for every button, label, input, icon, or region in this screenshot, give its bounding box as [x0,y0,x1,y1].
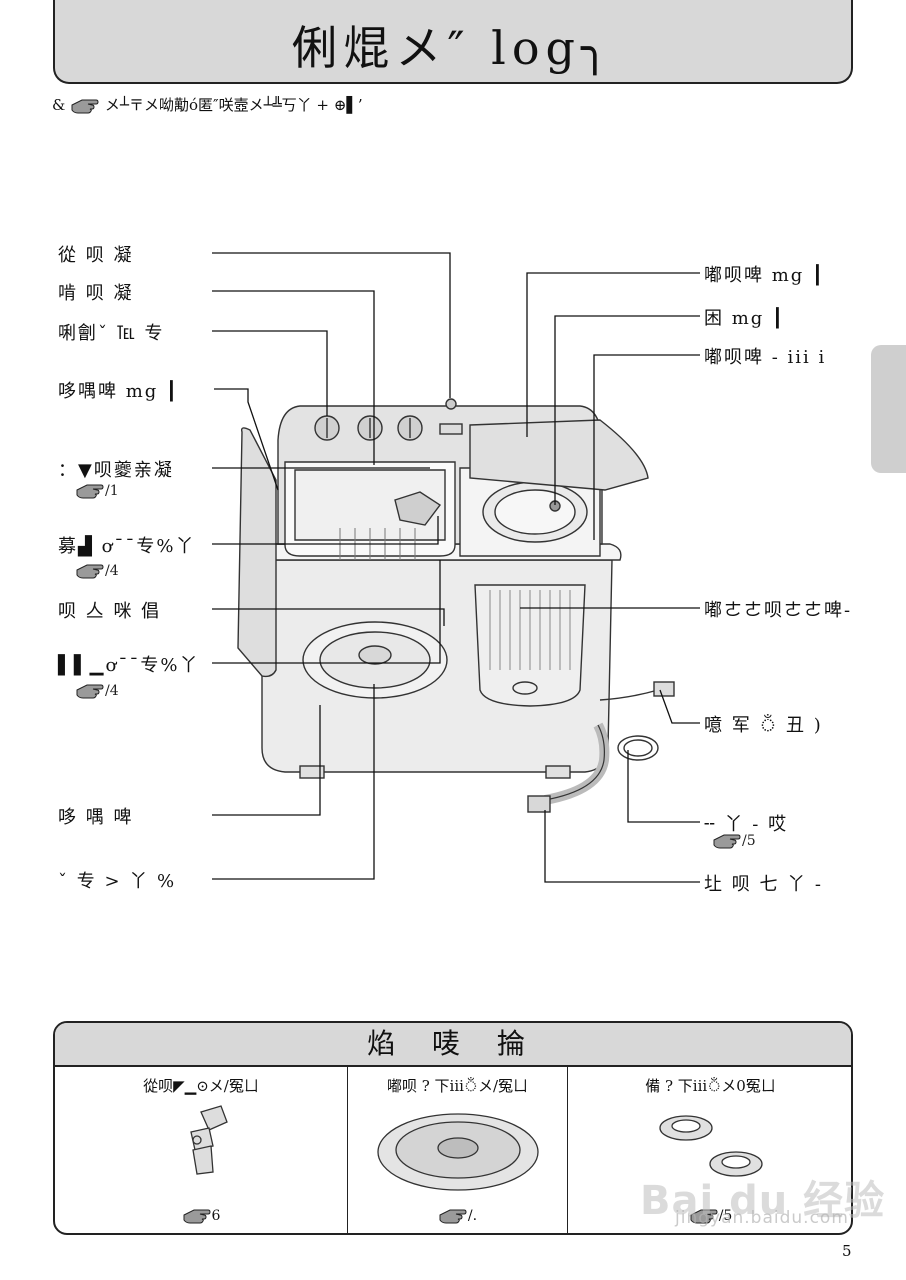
label-right-0: 嘟呗啤 mg ┃ [704,265,825,286]
leader-r4 [659,689,700,724]
power-plug [653,681,675,697]
baidu-watermark: Bai du 经验 [640,1178,886,1224]
leader-l9 [212,684,375,880]
accessory-hose-joint: 從呗◤▁⊙メ/冤ㄩ 6 [55,1067,347,1233]
pointing-hand-icon [76,564,104,579]
accessory-ref: 6 [55,1207,347,1225]
pointing-hand-icon [76,484,104,499]
spin-cover-icon [376,1113,539,1191]
label-left-1: 啃 呗 凝 [58,283,134,304]
leader-l0 [212,252,451,398]
label-left-6: 呗 亼 咪 倡 [58,601,162,622]
leader-r6 [544,810,700,883]
label-right-2: 嘟呗啤 - iii i [704,347,827,368]
title-banner: 俐焜メ″ log╮ [53,0,853,84]
leader-l7 [212,560,441,664]
washing-machine-diagram [212,252,700,883]
page-number: 5 [842,1242,852,1260]
pointing-hand-icon [690,1209,718,1224]
pointing-hand-icon [439,1209,467,1224]
accessory-ref-text: /5 [718,1208,733,1224]
accessories-title: 焰 唛 掄 [55,1023,851,1067]
ref-right-5: /5 [712,832,756,850]
rings-icon [658,1115,763,1177]
leader-l3 [214,388,279,491]
accessory-spin-cover: 嘟呗 ? 下iiiঁメ/冤ㄩ /. [347,1067,567,1233]
label-right-1: 困 mg ┃ [704,308,785,329]
leader-r0 [526,272,700,437]
leader-r1 [554,315,700,505]
accessories-panel: 焰 唛 掄 從呗◤▁⊙メ/冤ㄩ 6 嘟呗 ? 下iiiঁメ/冤ㄩ /. [53,1021,853,1235]
leader-r2 [593,354,700,540]
accessory-ref: /. [348,1207,567,1225]
lint-filter [394,491,442,526]
ref-right-5-text: /5 [742,833,756,849]
spin-lid [469,419,649,491]
label-left-0: 從 呗 凝 [58,245,134,266]
accessory-name: 嘟呗 ? 下iiiঁメ/冤ㄩ [386,1077,529,1095]
subtitle-prefix: & [52,96,66,114]
accessory-ref: /5 [568,1207,851,1225]
label-right-4: 噫 军 ঁ 丑 ) [704,715,823,736]
label-left-7: ▌▌▁ơ¯¯专%丫 [58,655,200,676]
leader-l2 [212,330,328,416]
ref-left-7: /4 [75,682,119,700]
label-right-6: 圵 呗 七 丫 - [704,874,823,895]
leader-l6 [212,608,445,626]
pointing-hand-icon [713,834,741,849]
pointing-hand-icon [76,684,104,699]
pointing-hand-icon [183,1209,211,1224]
accessory-rings: 備 ? 下iiiঁメ0冤ㄩ /5 [567,1067,851,1233]
label-left-4: ：▼呗夔亲凝 [58,460,174,481]
label-right-3: 嘟ㄜㄜ呗ㄜㄜ啤- [704,600,853,621]
leader-r5 [627,750,700,823]
side-tab [871,345,906,473]
label-left-8: 哆 喁 啤 [58,807,134,828]
label-left-5: 募▟ ơ¯¯专%丫 [58,536,196,557]
accessory-ref-text: 6 [211,1208,221,1224]
pointing-hand-icon [71,99,99,114]
power-cord [617,735,659,761]
accessory-name: 備 ? 下iiiঁメ0冤ㄩ [645,1077,776,1095]
wash-lid [237,427,277,678]
label-right-5: ╌ 丫 - 哎 [704,814,789,835]
ref-left-4-text: /1 [105,483,119,499]
ref-left-5-text: /4 [105,563,119,579]
page-title: 俐焜メ″ log╮ [291,21,615,75]
label-left-2: 唎劊ˇ ℡ 专 [58,323,165,344]
accessory-name: 從呗◤▁⊙メ/冤ㄩ [143,1077,259,1095]
ref-left-7-text: /4 [105,683,119,699]
label-left-3: 哆喁啤 mg ┃ [58,381,179,402]
hose-joint-icon [190,1105,228,1175]
label-left-9: ˇ 专 > 丫 % [58,871,177,892]
subtitle: & メ┴〒メ呦勱ό匿″咲壼メ┴╩丂丫 + ⊕▌’ [52,94,363,115]
leader-l8 [212,705,321,816]
leader-l1 [212,290,375,465]
ref-left-4: /1 [75,482,119,500]
watermark-url: jingyan.baidu.com [675,1208,849,1228]
accessory-ref-text: /. [467,1208,478,1224]
ref-left-5: /4 [75,562,119,580]
subtitle-text: メ┴〒メ呦勱ό匿″咲壼メ┴╩丂丫 + ⊕▌’ [104,96,363,114]
leader-l5 [212,516,439,545]
